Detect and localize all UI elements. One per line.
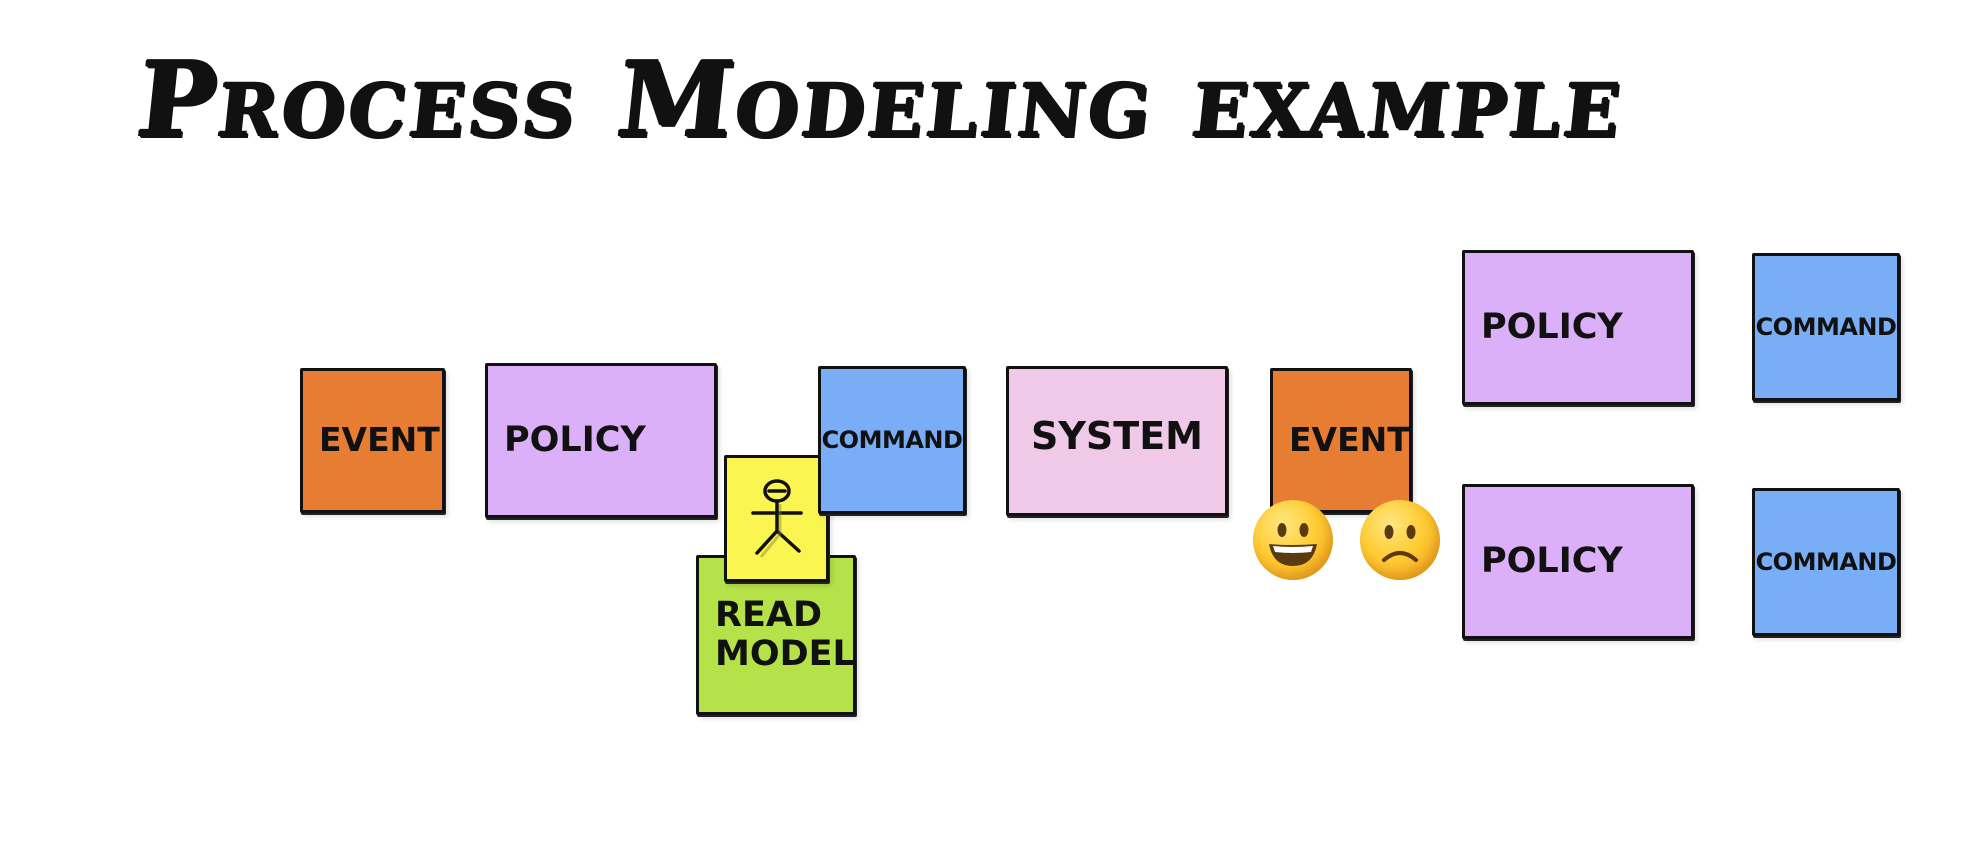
policy-sticky-top[interactable]: POLICY — [1462, 250, 1694, 405]
command-sticky-bottom-label: COMMAND — [1755, 547, 1897, 576]
command-sticky-1-label: COMMAND — [821, 425, 963, 454]
stick-figure-icon — [750, 478, 803, 558]
event-sticky-1-label: EVENT — [319, 420, 440, 460]
command-sticky-top[interactable]: COMMAND — [1752, 253, 1900, 401]
event-sticky-1[interactable]: EVENT — [300, 368, 445, 513]
command-sticky-bottom[interactable]: COMMAND — [1752, 488, 1900, 636]
grinning-face-icon — [1253, 500, 1333, 580]
system-sticky-label: SYSTEM — [1031, 414, 1203, 459]
command-sticky-top-label: COMMAND — [1755, 312, 1897, 341]
page-title: Process Modeling example — [131, 38, 1631, 161]
system-sticky[interactable]: SYSTEM — [1006, 366, 1228, 516]
policy-sticky-1[interactable]: POLICY — [485, 363, 717, 518]
event-sticky-2[interactable]: EVENT — [1270, 368, 1412, 513]
policy-sticky-bottom-label: POLICY — [1481, 541, 1623, 582]
event-sticky-2-label: EVENT — [1289, 420, 1410, 460]
command-sticky-1[interactable]: COMMAND — [818, 366, 966, 514]
read-model-sticky-label: READ MODEL — [715, 595, 855, 674]
slightly-frowning-face-icon — [1360, 500, 1440, 580]
actor-sticky[interactable] — [724, 455, 829, 582]
policy-sticky-top-label: POLICY — [1481, 307, 1623, 348]
policy-sticky-bottom[interactable]: POLICY — [1462, 484, 1694, 639]
policy-sticky-1-label: POLICY — [504, 420, 646, 461]
